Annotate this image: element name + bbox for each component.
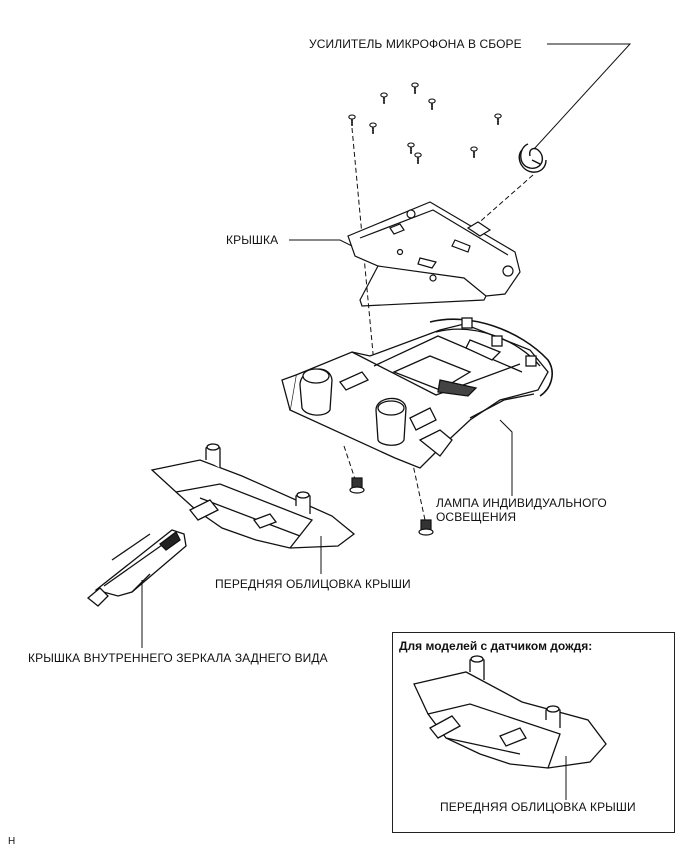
label-microphone-amplifier: УСИЛИТЕЛЬ МИКРОФОНА В СБОРЕ [309, 37, 522, 51]
leader-mic-amp [533, 43, 632, 150]
cover-plate-part [347, 201, 521, 307]
microphone-amplifier-part [518, 143, 547, 173]
screw-icon [411, 82, 419, 95]
leader-lamp [499, 419, 513, 496]
bolt-icon [349, 477, 365, 494]
lamp-assembly-part [281, 317, 553, 469]
inset-title: Для моделей с датчиком дождя: [399, 639, 593, 653]
screw-icon [494, 113, 502, 126]
screw-icon [407, 142, 415, 155]
label-lamp-line1: ЛАМПА ИНДИВИДУАЛЬНОГО [436, 496, 607, 510]
screw-icon [369, 122, 377, 135]
inset-front-roof-trim-part [413, 655, 607, 769]
screw-icon [348, 114, 356, 127]
label-front-roof-trim: ПЕРЕДНЯЯ ОБЛИЦОВКА КРЫШИ [215, 577, 411, 591]
label-lamp-line2: ОСВЕЩЕНИЯ [436, 510, 517, 524]
label-mirror-cover: КРЫШКА ВНУТРЕННЕГО ЗЕРКАЛА ЗАДНЕГО ВИДА [28, 651, 328, 665]
screw-icon [414, 152, 422, 165]
mirror-cover-part [86, 529, 187, 607]
label-cover: КРЫШКА [226, 233, 279, 247]
front-roof-trim-part [150, 443, 356, 549]
screw-icon [428, 98, 436, 111]
bolt-icon [418, 519, 434, 536]
screw-icon [470, 146, 478, 159]
rain-sensor-inset: Для моделей с датчиком дождя: [392, 632, 675, 833]
leader-cover [289, 239, 353, 247]
screw-icon [380, 92, 388, 105]
corner-mark: H [8, 836, 16, 847]
inset-label-front-roof-trim: ПЕРЕДНЯЯ ОБЛИЦОВКА КРЫШИ [440, 800, 636, 814]
